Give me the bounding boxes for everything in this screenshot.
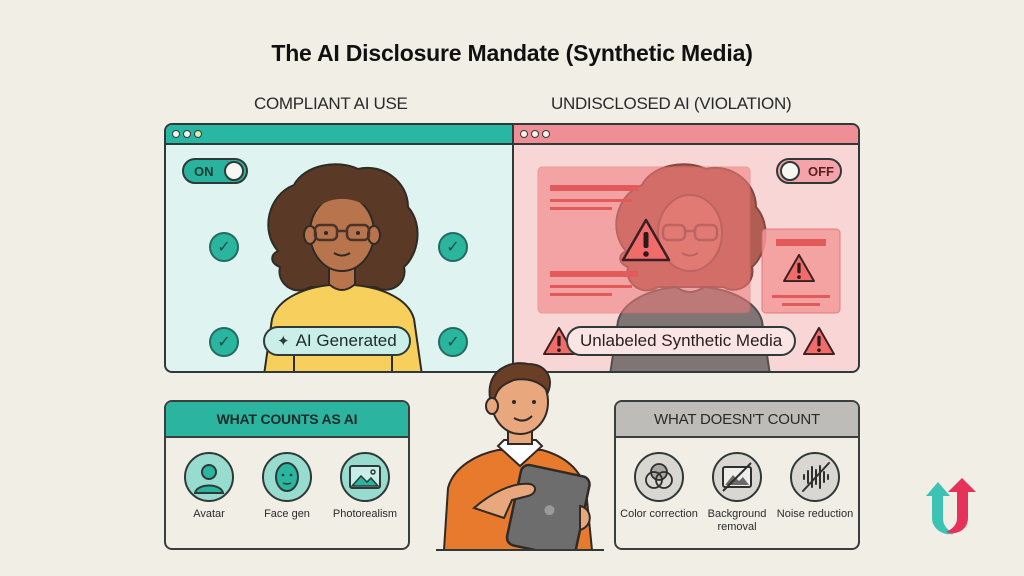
warning-icon (783, 253, 815, 283)
page-title: The AI Disclosure Mandate (Synthetic Med… (271, 40, 753, 66)
warning-icon (621, 218, 671, 262)
compliant-section-label: COMPLIANT AI USE (254, 94, 408, 113)
disclosure-toggle-off[interactable]: OFF (776, 158, 842, 184)
what-doesnt-count-item: Noise reduction (776, 452, 854, 534)
window-dot-icon (183, 130, 191, 138)
soundwave-crossed-icon (790, 452, 840, 502)
window-dot-icon (542, 130, 550, 138)
toggle-knob (224, 161, 244, 181)
image-icon (340, 452, 390, 502)
what-doesnt-count-item: Background removal (698, 452, 776, 534)
what-doesnt-count-heading: WHAT DOESN'T COUNT (616, 402, 858, 438)
avatar-icon (184, 452, 234, 502)
checkmark-icon: ✓ (209, 327, 239, 357)
ai-generated-badge: ✦ AI Generated (263, 326, 411, 356)
what-doesnt-count-item: Color correction (620, 452, 698, 534)
window-dot-icon (194, 130, 202, 138)
violation-section-label: UNDISCLOSED AI (VIOLATION) (551, 94, 792, 113)
up-arrows-logo-icon (926, 478, 976, 535)
violation-window: OFF (512, 123, 860, 373)
what-counts-item: Face gen (248, 452, 326, 521)
sparkle-icon: ✦ (277, 333, 290, 350)
window-dot-icon (520, 130, 528, 138)
what-counts-item: Avatar (170, 452, 248, 521)
man-with-tablet-figure (442, 362, 594, 550)
desk-line (436, 549, 604, 551)
image-crossed-icon (712, 452, 762, 502)
toggle-knob (780, 161, 800, 181)
unlabeled-synthetic-badge: Unlabeled Synthetic Media (566, 326, 797, 356)
disclosure-toggle-on[interactable]: ON (182, 158, 248, 184)
warning-icon (802, 326, 836, 356)
what-counts-item: Photorealism (326, 452, 404, 521)
color-circles-icon (634, 452, 684, 502)
unlabeled-synthetic-label: Unlabeled Synthetic Media (580, 331, 783, 350)
toggle-label: ON (194, 163, 214, 179)
face-icon (262, 452, 312, 502)
ai-generated-label: AI Generated (295, 331, 397, 350)
window-dot-icon (531, 130, 539, 138)
window-title-bar (166, 125, 513, 145)
what-counts-heading: WHAT COUNTS AS AI (166, 402, 408, 438)
what-counts-panel: WHAT COUNTS AS AI Avatar Face gen Photor… (164, 400, 410, 550)
toggle-label: OFF (808, 163, 834, 179)
window-dot-icon (172, 130, 180, 138)
checkmark-icon: ✓ (438, 327, 468, 357)
compliant-window: ON ✓ ✓ ✓ ✓ ✦ AI Generated (164, 123, 513, 373)
window-title-bar (514, 125, 858, 145)
checkmark-icon: ✓ (438, 232, 468, 262)
what-doesnt-count-panel: WHAT DOESN'T COUNT Color correction Back… (614, 400, 860, 550)
checkmark-icon: ✓ (209, 232, 239, 262)
